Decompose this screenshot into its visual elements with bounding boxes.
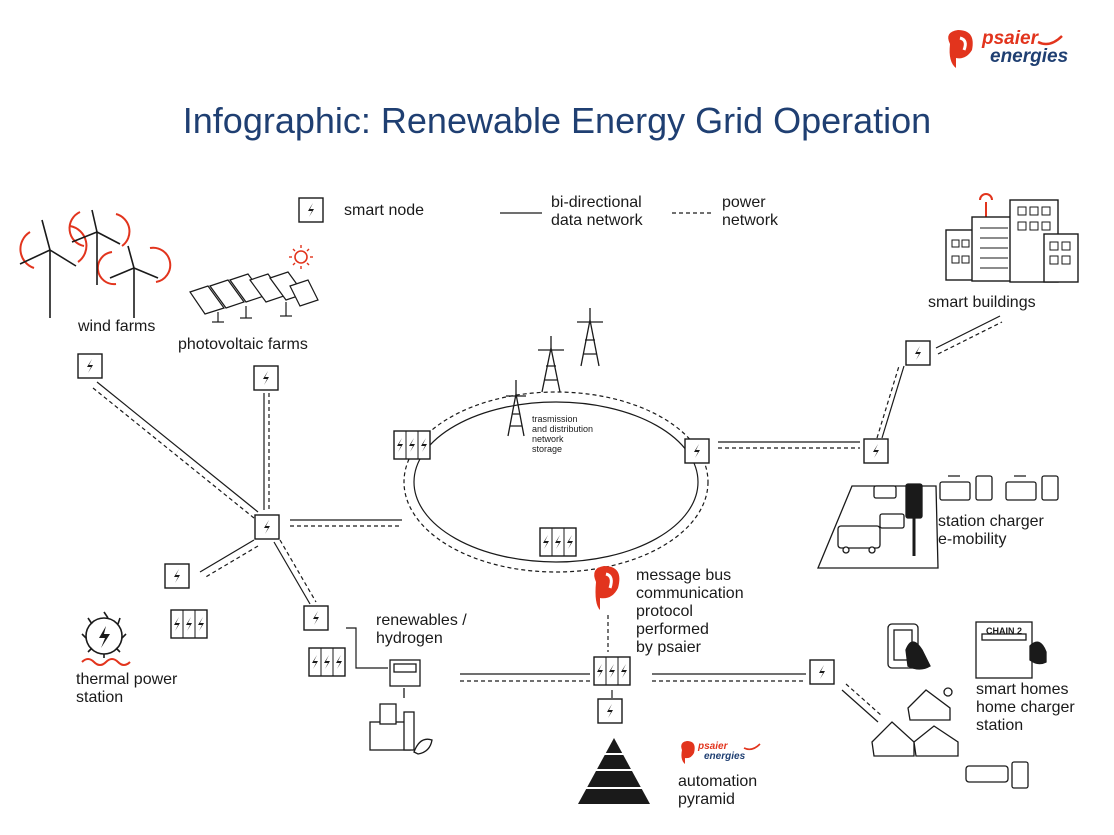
legend-data-network-label: bi-directional data network — [551, 194, 643, 229]
transmission-ring — [403, 391, 709, 573]
legend-smart-node-label: smart node — [344, 202, 425, 219]
smart-node-pv — [253, 365, 279, 391]
brand-logo-small-line2: energies — [704, 751, 746, 762]
storage-node-ring-left — [393, 430, 431, 460]
smart-buildings-icon — [945, 193, 1079, 283]
smart-homes-label: smart homes home charger station — [976, 681, 1075, 734]
photovoltaic-farms-label: photovoltaic farms — [178, 336, 308, 353]
renewables-hydrogen-label: renewables / hydrogen — [376, 612, 467, 647]
automation-pyramid-icon — [578, 738, 650, 804]
psaier-logo-icon — [594, 566, 620, 610]
thermal-power-station-label: thermal power station — [76, 671, 178, 706]
smart-node-buildings — [905, 340, 931, 366]
hydrogen-plant-icon — [369, 659, 433, 755]
station-charger-label: station charger e-mobility — [938, 513, 1044, 548]
brand-logo-small-line1: psaier — [698, 741, 728, 752]
smart-buildings-label: smart buildings — [928, 294, 1036, 311]
storage-node-ring-bottom — [539, 527, 577, 557]
brand-logo-line1: psaier — [982, 28, 1038, 49]
page-title: Infographic: Renewable Energy Grid Opera… — [182, 100, 932, 141]
chain2-label: CHAIN 2 — [986, 626, 1023, 636]
smart-node-charger — [863, 438, 889, 464]
brand-logo-small: psaier energies — [698, 742, 745, 762]
smart-node-thermal — [164, 563, 190, 589]
smart-node-ring-right — [684, 438, 710, 464]
smart-node-pyramid — [597, 698, 623, 724]
storage-node-thermal — [170, 609, 208, 639]
transmission-towers-icon — [506, 308, 603, 437]
storage-node-bus-hub — [593, 656, 631, 686]
transmission-label: trasmission and distribution network sto… — [532, 414, 594, 454]
smart-node-homes — [809, 659, 835, 685]
automation-pyramid-label: automation pyramid — [678, 773, 758, 808]
thermal-power-station-icon — [81, 611, 131, 666]
wind-farms-label: wind farms — [78, 318, 156, 335]
brand-logo-line2: energies — [990, 46, 1069, 67]
smart-node-renewables — [303, 605, 329, 631]
wind-turbines-icon — [19, 209, 172, 318]
legend-power-network-label: power network — [722, 194, 779, 229]
photovoltaic-panels-icon — [189, 245, 319, 323]
station-charger-icon — [817, 475, 1059, 569]
legend-smart-node-icon — [298, 197, 324, 223]
message-bus-label: message bus communication protocol perfo… — [636, 567, 744, 656]
psaier-energies-small-logo-icon — [681, 741, 761, 764]
smart-homes-icon — [871, 621, 1047, 789]
smart-node-hub — [254, 514, 280, 540]
storage-node-renewables — [308, 647, 346, 677]
psaier-energies-logo-icon — [948, 30, 1063, 68]
brand-logo: psaier energies — [982, 28, 1069, 67]
smart-node-wind — [77, 353, 103, 379]
